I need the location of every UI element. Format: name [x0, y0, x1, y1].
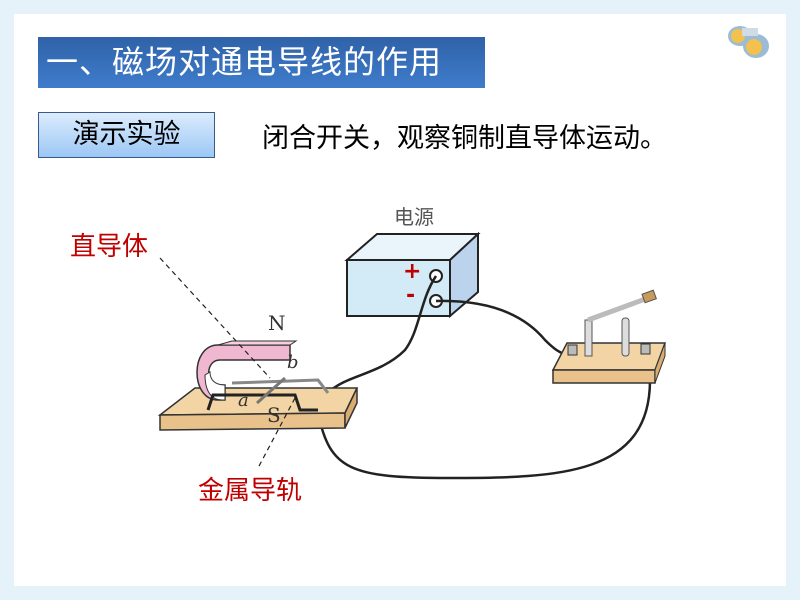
power-supply-label: 电源 [394, 205, 434, 229]
negative-terminal-label: - [406, 283, 416, 308]
south-pole-label: S [267, 403, 281, 427]
binoculars-icon [728, 26, 769, 58]
metal-rail-label: 金属导轨 [198, 476, 303, 506]
switch[interactable] [551, 289, 667, 384]
demo-experiment-label: 演示实验 [38, 112, 215, 158]
slide-title: 一、磁场对通电导线的作用 [38, 37, 485, 88]
point-a-label: a [238, 390, 249, 411]
point-b-label: b [287, 352, 299, 373]
north-pole-label: N [268, 311, 286, 335]
positive-terminal-label: + [403, 259, 422, 284]
conductor-label: 直导体 [70, 232, 149, 262]
power-supply [344, 231, 481, 319]
instruction-text: 闭合开关，观察铜制直导体运动。 [262, 123, 667, 154]
horseshoe-magnet [196, 340, 298, 401]
